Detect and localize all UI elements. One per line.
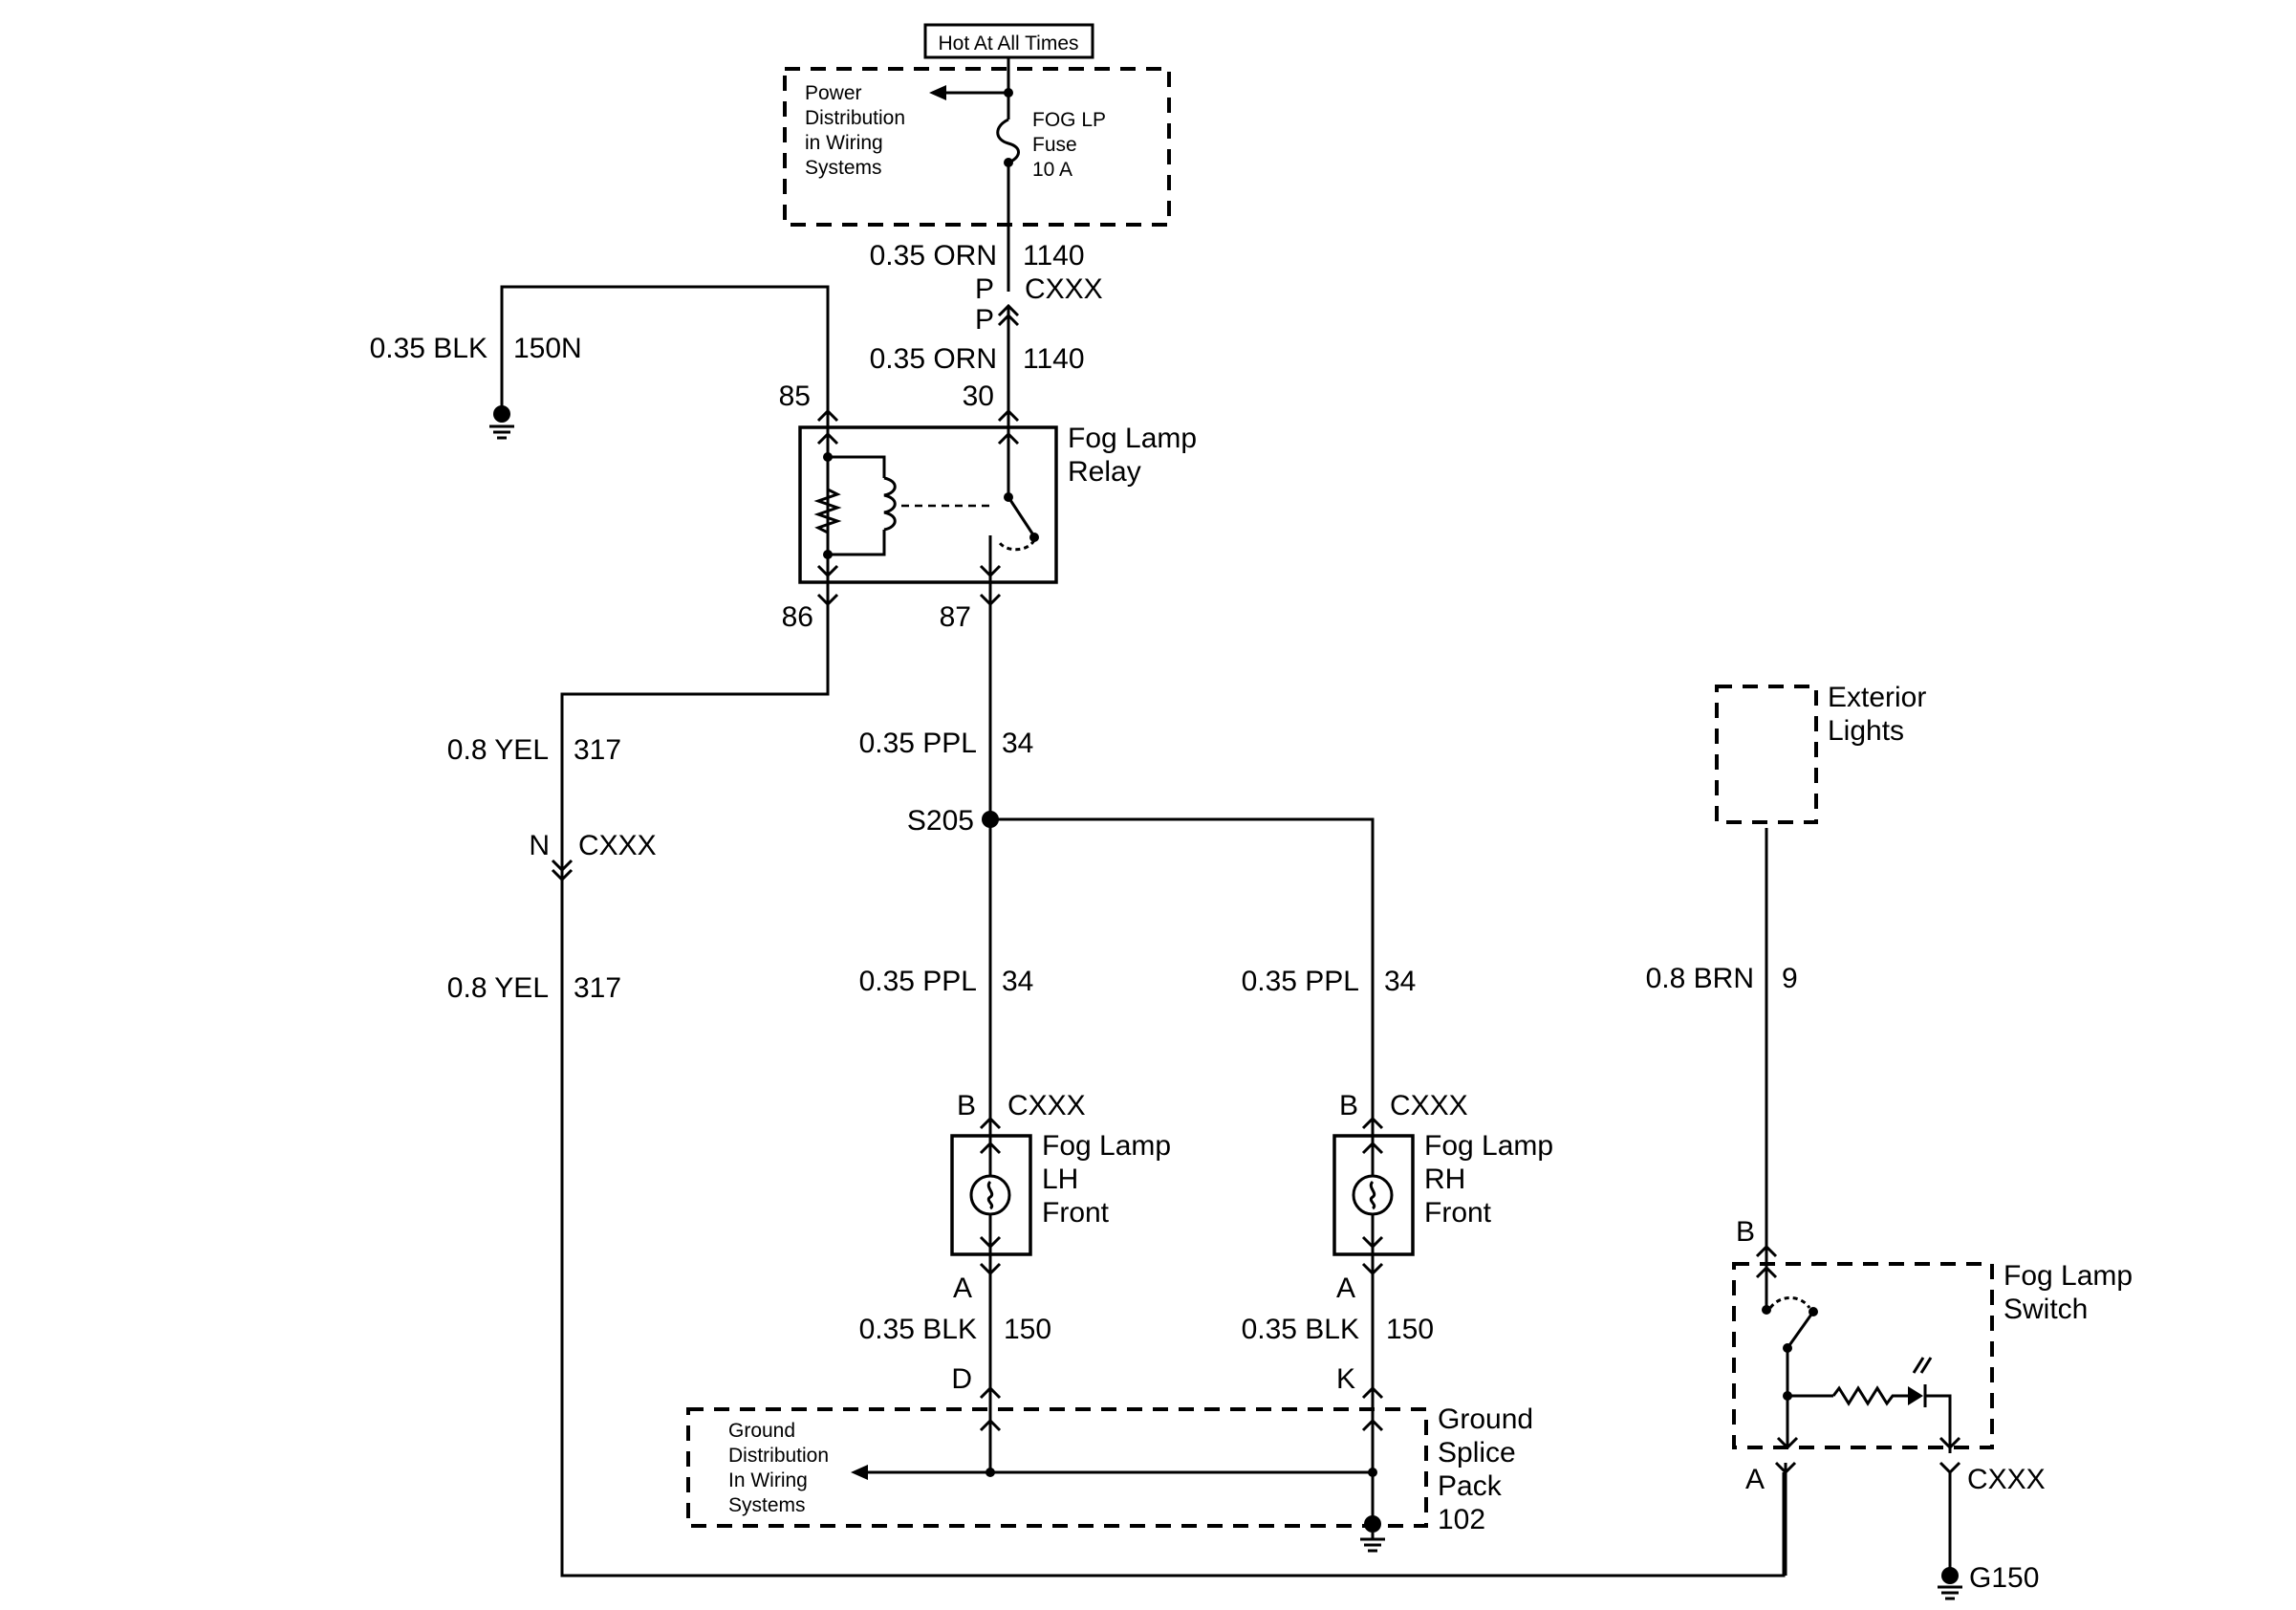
wire-34-circuit-top: 34 [1002, 728, 1033, 759]
power-distribution-label: Power Distribution in Wiring Systems [805, 82, 911, 179]
connector-pin-p-top: P [975, 273, 994, 305]
wire-317-gauge-bottom: 0.8 YEL [447, 972, 549, 1004]
wire-9-gauge: 0.8 BRN [1646, 963, 1754, 994]
relay-resistor-icon [813, 483, 842, 540]
wire-34-gauge-top: 0.35 PPL [859, 728, 977, 759]
fog-lamp-switch-name: Fog Lamp Switch [2004, 1260, 2140, 1325]
ground-icon [489, 424, 514, 440]
relay-pin-85: 85 [779, 381, 811, 412]
wire-150-lh-circuit: 150 [1004, 1314, 1051, 1345]
power-distribution-box [783, 67, 1171, 227]
splice-pin-d: D [951, 1363, 972, 1395]
ground-splice-name: Ground Splice Pack 102 [1438, 1403, 1541, 1535]
fog-lamp-relay: 85 30 Fog Lamp Relay 86 87 [779, 381, 1204, 633]
ground-splice-pack: Ground Distribution In Wiring Systems Gr… [686, 1403, 1541, 1553]
splice-pin-k: K [1336, 1363, 1355, 1395]
connector-pin-p-bottom: P [975, 304, 994, 336]
exterior-lights-name: Exterior Lights [1828, 682, 1935, 747]
wire-317-circuit-top: 317 [574, 734, 621, 766]
lamp-lh-pin-b: B [957, 1090, 976, 1121]
lamp-rh-pin-a: A [1336, 1273, 1355, 1304]
fog-lamp-switch: B Fog Lamp Switch A CXXX [1732, 1216, 2140, 1600]
ground-icon [1938, 1585, 1962, 1600]
fog-lamp-switch-box [1732, 1262, 1994, 1449]
wire-150n-circuit: 150N [513, 333, 582, 364]
wire-1140-gauge-bottom: 0.35 ORN [870, 343, 997, 375]
arrow-left-icon [851, 1465, 868, 1480]
wire-1140-gauge-top: 0.35 ORN [870, 240, 997, 272]
wire-317: 0.8 YEL 317 N CXXX 0.8 YEL 317 [447, 598, 1786, 1577]
wire-317-gauge-top: 0.8 YEL [447, 734, 549, 766]
exterior-lights-box [1715, 685, 1818, 824]
wire-317-circuit-bottom: 317 [574, 972, 621, 1004]
ground-icon [1360, 1533, 1385, 1553]
connector-cxxx-top: CXXX [1025, 273, 1103, 305]
relay-name: Fog Lamp Relay [1068, 423, 1204, 488]
relay-pin-87: 87 [940, 601, 971, 633]
fog-lamp-rh: B CXXX Fog Lamp RH Front A 0.35 BLK 150 … [1242, 1090, 1561, 1520]
wire-34-lh-circuit: 34 [1002, 966, 1033, 997]
lamp-rh-name: Fog Lamp RH Front [1424, 1130, 1561, 1229]
ground-splice-box [686, 1407, 1428, 1528]
power-distribution: Hot At All Times Power Distribution in W… [783, 23, 1171, 227]
splice-ground-node [1364, 1515, 1381, 1533]
lamp-lh-name: Fog Lamp LH Front [1042, 1130, 1179, 1229]
switch-resistor-icon [1831, 1385, 1908, 1406]
fuse-label: FOG LP Fuse 10 A [1032, 109, 1111, 181]
hot-at-all-times-label: Hot At All Times [938, 33, 1078, 54]
indicator-led-icon [1908, 1386, 1923, 1405]
wire-1140-circuit-top: 1140 [1023, 240, 1085, 272]
arrow-left-icon [929, 85, 946, 100]
ground-node [493, 405, 510, 423]
relay-box [798, 425, 1058, 584]
relay-pin-86: 86 [782, 601, 813, 633]
switch-pin-b: B [1736, 1216, 1755, 1248]
wire-1140: 0.35 ORN 1140 P CXXX P 0.35 ORN 1140 [870, 225, 1103, 411]
exterior-lights: Exterior Lights 0.8 BRN 9 [1646, 682, 1935, 1262]
relay-pin-30: 30 [963, 381, 994, 412]
switch-connector: CXXX [1967, 1464, 2046, 1495]
wire-150-rh-gauge: 0.35 BLK [1242, 1314, 1359, 1345]
ground-distribution-label: Ground Distribution In Wiring Systems [728, 1420, 834, 1516]
lamp-rh-connector: CXXX [1390, 1090, 1468, 1121]
wire-150-lh-gauge: 0.35 BLK [859, 1314, 977, 1345]
lamp-rh-pin-b: B [1339, 1090, 1358, 1121]
wire-34-rh-circuit: 34 [1384, 966, 1416, 997]
relay-coil-icon [883, 476, 897, 532]
connector-pin-n: N [529, 830, 550, 861]
g150-node [1941, 1567, 1959, 1584]
switch-arm [1786, 1311, 1815, 1349]
splice-s205-label: S205 [907, 805, 974, 837]
fog-lamp-lh: B CXXX Fog Lamp LH Front A 0.35 BLK 150 … [859, 1090, 1179, 1469]
connector-cxxx-n: CXXX [578, 830, 657, 861]
wire-150-rh-circuit: 150 [1386, 1314, 1434, 1345]
ground-g150-label: G150 [1969, 1562, 2039, 1594]
wire-34: 0.35 PPL 34 S205 0.35 PPL 34 0.35 PPL 34 [859, 598, 1416, 1138]
fuse-icon [996, 118, 1020, 164]
relay-switch-arm [1007, 496, 1034, 534]
lamp-lh-connector: CXXX [1007, 1090, 1086, 1121]
wire-34-lh-gauge: 0.35 PPL [859, 966, 977, 997]
wire-34-rh-gauge: 0.35 PPL [1242, 966, 1359, 997]
wire-150n-gauge: 0.35 BLK [370, 333, 487, 364]
lamp-lh-pin-a: A [953, 1273, 972, 1304]
wire-9-circuit: 9 [1782, 963, 1798, 994]
wire-150n: 0.35 BLK 150N [370, 285, 830, 440]
wire-1140-circuit-bottom: 1140 [1023, 343, 1085, 375]
switch-pin-a: A [1745, 1464, 1765, 1495]
